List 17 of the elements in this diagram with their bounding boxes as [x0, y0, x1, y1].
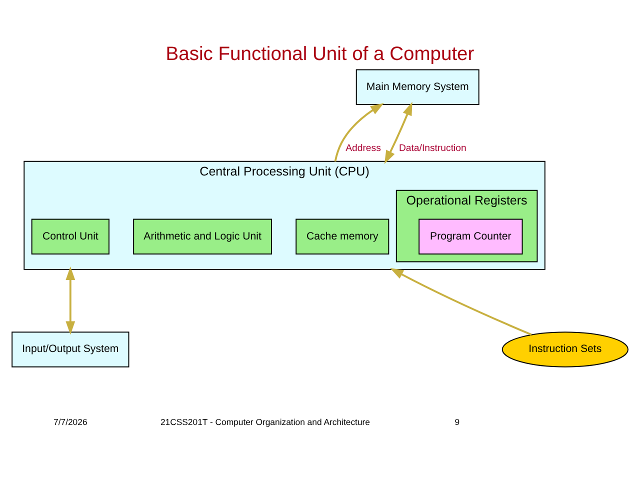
node-box: Control Unit — [31, 218, 110, 254]
arrow — [390, 268, 532, 336]
node-box: Input/Output System — [12, 331, 130, 367]
node-box: Arithmetic and Logic Unit — [133, 218, 272, 254]
diagram-title: Basic Functional Unit of a Computer — [166, 44, 474, 65]
node-box: Program Counter — [418, 218, 523, 254]
node-box: Main Memory System — [356, 68, 480, 104]
label: 21CSS201T - Computer Organization and Architecture — [160, 416, 370, 426]
edge-label: Data/Instruction — [398, 142, 466, 154]
node-box: Cache memory — [296, 218, 390, 254]
arrow — [334, 102, 384, 162]
arrow — [66, 266, 76, 334]
label: 9 — [454, 416, 460, 426]
arrow — [384, 101, 412, 164]
label: 7/7/2026 — [54, 416, 88, 426]
edge-label: Address — [346, 142, 381, 154]
node-ellipse: Instruction Sets — [502, 331, 628, 367]
